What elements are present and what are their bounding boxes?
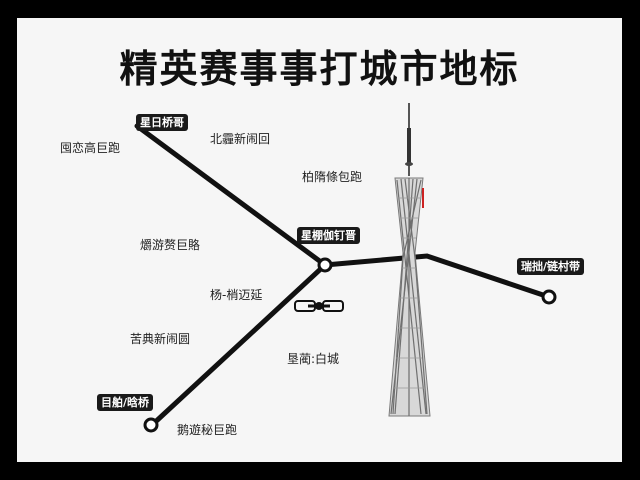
map-label: 鹅遊秘巨跑 [177, 423, 238, 437]
station-right[interactable] [541, 289, 557, 305]
station-tag-center[interactable]: 星棚伽钉晋 [297, 227, 360, 244]
station-center[interactable] [317, 257, 333, 273]
link-icon [294, 297, 344, 312]
map-label: 柏隋條包跑 [302, 170, 363, 184]
tv-tower-icon [388, 103, 431, 417]
map-canvas: 精英赛事事打城市地标 [17, 18, 622, 462]
map-label: 囤恋高巨跑 [60, 141, 121, 155]
map-label: 杨-梢迈延 [210, 288, 263, 302]
station-bottom-left[interactable] [143, 417, 159, 433]
route-map [134, 103, 557, 433]
station-tag-right[interactable]: 瑞拙/链村带 [517, 258, 585, 275]
map-label: 爝游赘巨賂 [140, 238, 201, 252]
route-line-right [322, 253, 552, 300]
station-tag-top-left[interactable]: 星日桥哥 [136, 114, 188, 131]
map-label: 垦蔺:白城 [287, 352, 340, 366]
route-line-left [134, 123, 329, 428]
page-title: 精英赛事事打城市地标 [119, 47, 520, 91]
station-tag-bottom-left[interactable]: 目舶/晗桥 [97, 394, 154, 411]
map-label: 北霾新闹回 [210, 132, 271, 146]
map-label: 苦典新闹圆 [130, 332, 191, 346]
